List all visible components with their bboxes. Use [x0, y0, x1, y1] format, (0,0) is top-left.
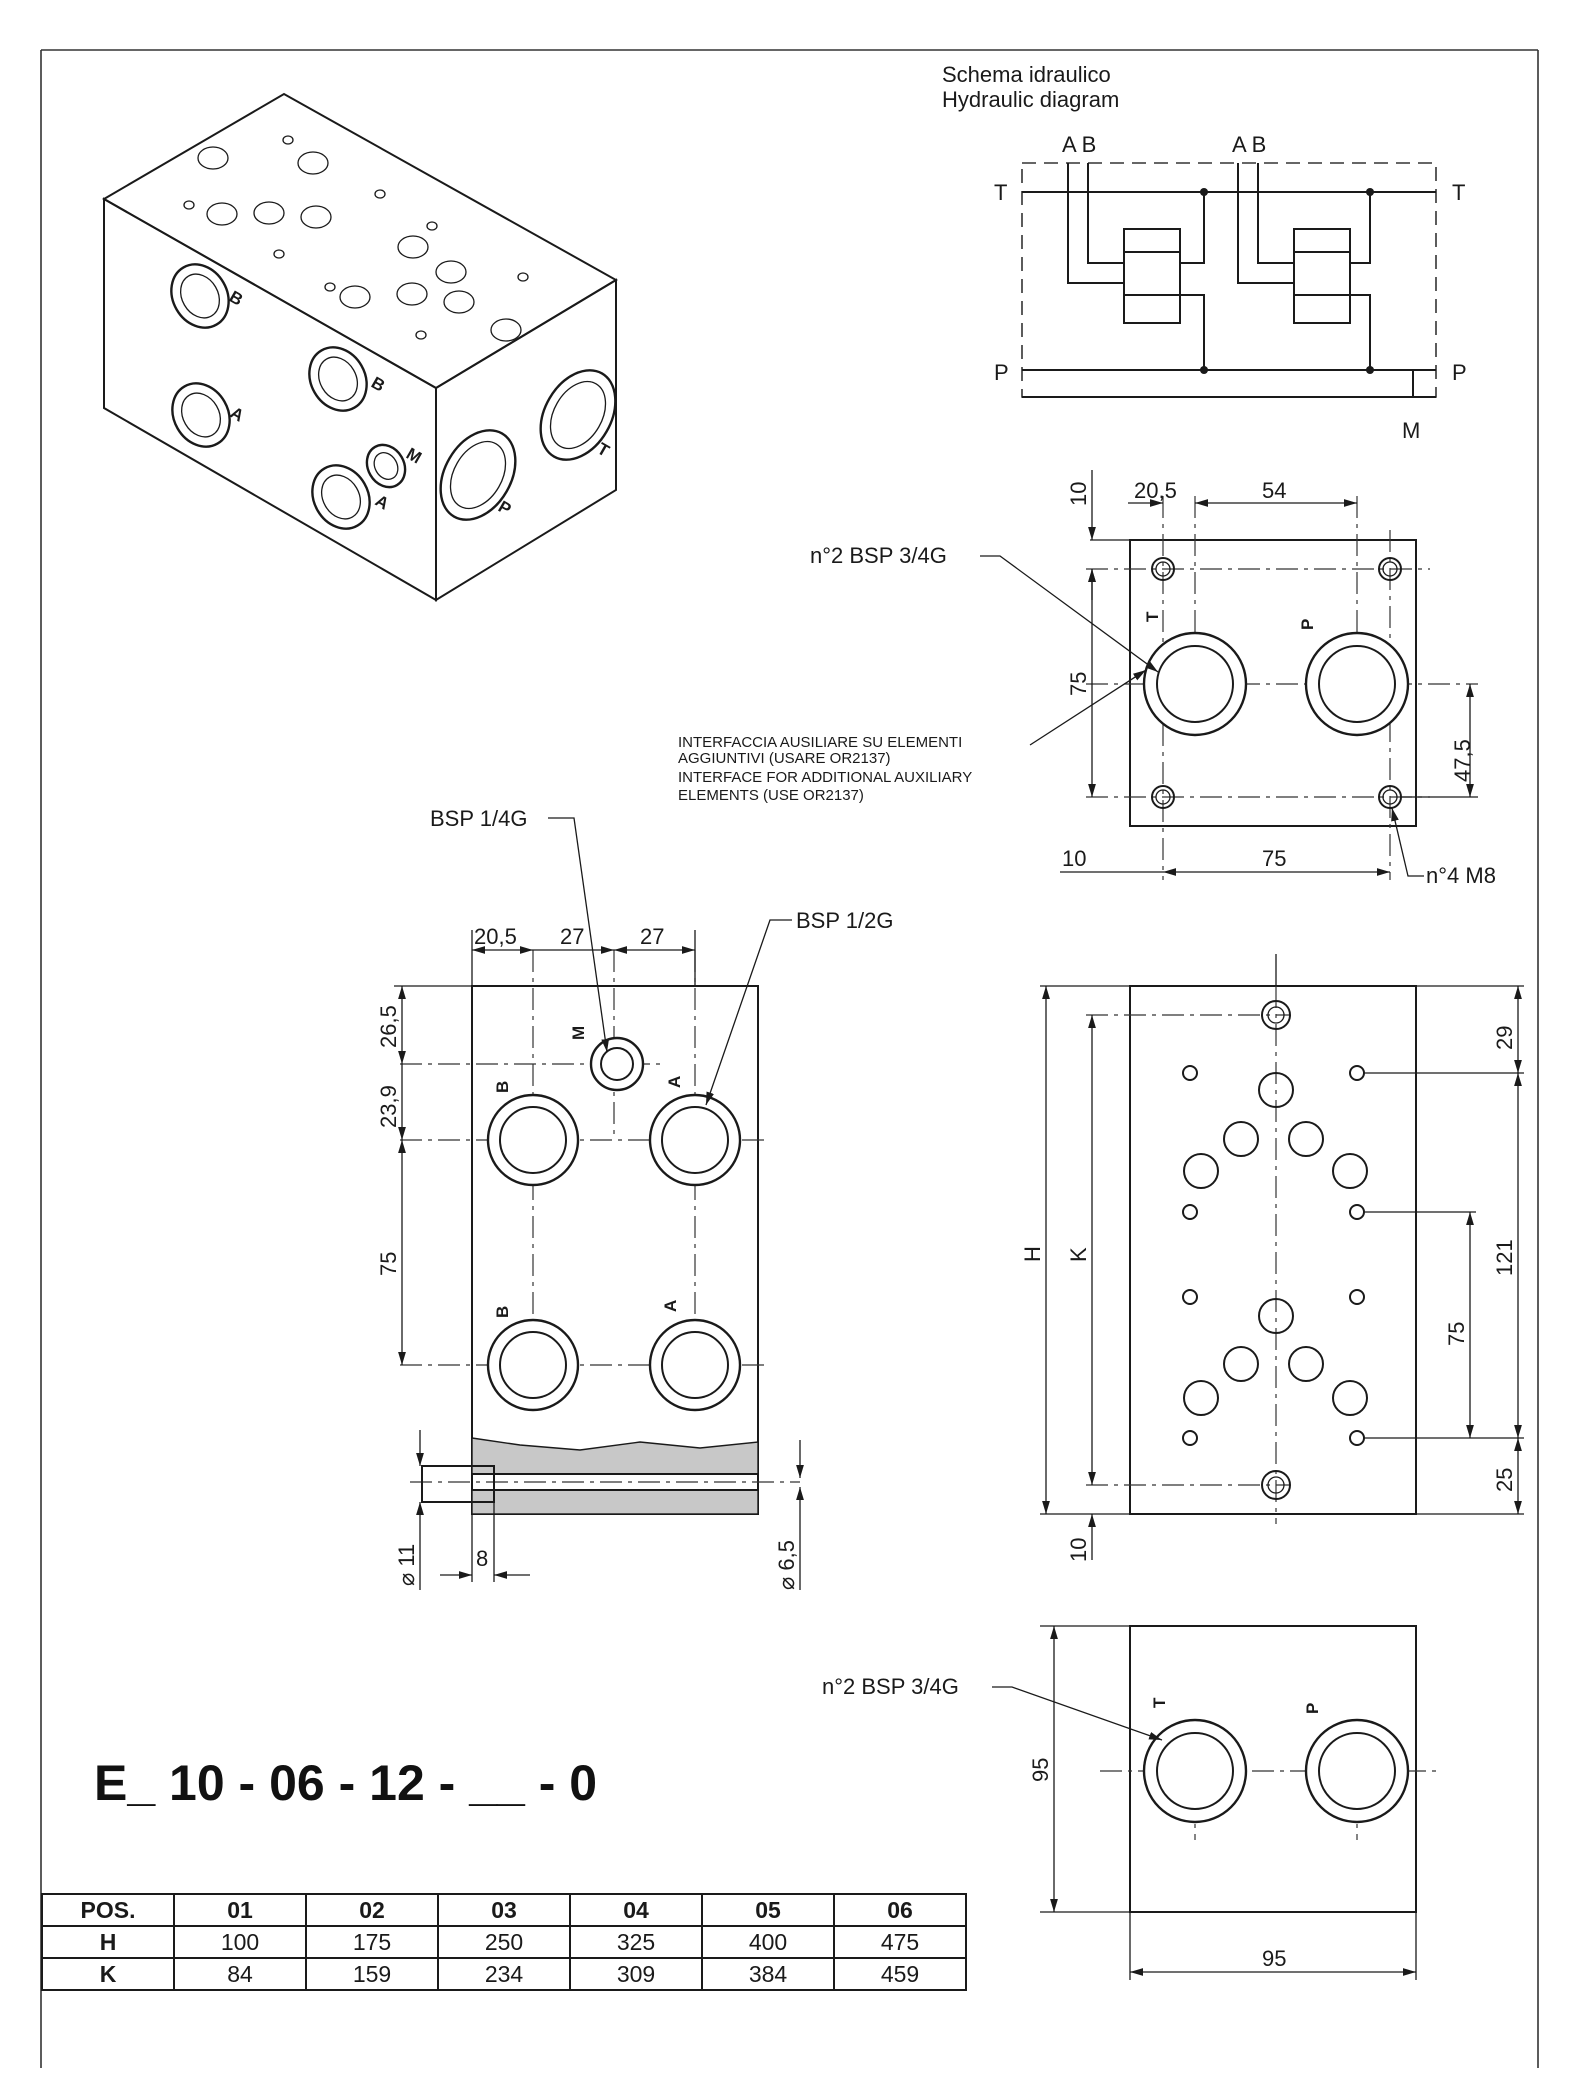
top-callout-ports: n°2 BSP 3/4G: [810, 543, 947, 568]
hydraulic-title-it: Schema idraulico: [942, 62, 1111, 87]
hd-label-t-right: T: [1452, 180, 1465, 205]
table-cell: 400: [701, 1925, 835, 1959]
front-dim-23-9: 23,9: [376, 1085, 401, 1128]
hd-label-p-right: P: [1452, 360, 1467, 385]
hydraulic-title-en: Hydraulic diagram: [942, 87, 1119, 112]
table-header-cell: 06: [833, 1893, 967, 1927]
product-code: E_ 10 - 06 - 12 - __ - 0: [94, 1755, 597, 1811]
table-row-k: K 84 159 234 309 384 459: [41, 1957, 967, 1991]
side-dim-h: H: [1020, 1246, 1045, 1262]
table-header-cell: 02: [305, 1893, 439, 1927]
hd-label-ab-2: A B: [1232, 132, 1266, 157]
isometric-view: B B A A M P T: [101, 92, 618, 602]
table-header-row: POS. 01 02 03 04 05 06: [41, 1893, 967, 1927]
table-header-cell: 04: [569, 1893, 703, 1927]
front-dim-8: 8: [476, 1546, 488, 1571]
hd-label-ab-1: A B: [1062, 132, 1096, 157]
front-label-a2: A: [661, 1300, 680, 1312]
top-label-t: T: [1143, 611, 1162, 622]
bottom-label-t: T: [1150, 1697, 1169, 1708]
side-view: H K 10 29 121 75 25: [1020, 954, 1524, 1562]
top-dim-10-bottom: 10: [1062, 846, 1086, 871]
table-header-cell: 03: [437, 1893, 571, 1927]
top-callout-holes: n°4 M8: [1426, 863, 1496, 888]
top-dim-75-horizontal: 75: [1262, 846, 1286, 871]
top-dim-47-5: 47,5: [1450, 739, 1475, 782]
table-header-cell: 05: [701, 1893, 835, 1927]
bottom-label-p: P: [1303, 1703, 1322, 1714]
side-dim-121: 121: [1492, 1239, 1517, 1276]
side-dim-25: 25: [1492, 1468, 1517, 1492]
iso-label-b2: B: [368, 373, 388, 396]
top-note-line-3: INTERFACE FOR ADDITIONAL AUXILIARY: [678, 769, 972, 786]
top-label-p: P: [1298, 619, 1317, 630]
top-dim-54: 54: [1262, 478, 1286, 503]
side-dim-10: 10: [1066, 1538, 1091, 1562]
top-dim-10: 10: [1066, 482, 1091, 506]
top-note-line-4: ELEMENTS (USE OR2137): [678, 787, 864, 804]
bottom-dim-95-horizontal: 95: [1262, 1946, 1286, 1971]
side-view-holes: [1182, 1065, 1368, 1446]
front-dim-d6-5: ⌀ 6,5: [774, 1540, 799, 1590]
bottom-view: T P 95 95 n°2 BSP 3/4G: [822, 1625, 1440, 1980]
top-note-line-1: INTERFACCIA AUSILIARE SU ELEMENTI: [678, 734, 962, 751]
table-header-cell: 01: [173, 1893, 307, 1927]
top-dim-75-vertical: 75: [1066, 672, 1091, 696]
top-note-line-2: AGGIUNTIVI (USARE OR2137): [678, 750, 891, 767]
table-cell: 250: [437, 1925, 571, 1959]
front-callout-gauge: BSP 1/4G: [430, 806, 527, 831]
side-dim-75: 75: [1444, 1322, 1469, 1346]
front-dim-75: 75: [376, 1252, 401, 1276]
drawing-frame: [40, 49, 1539, 2068]
hd-label-m: M: [1402, 418, 1420, 443]
table-row-h: H 100 175 250 325 400 475: [41, 1925, 967, 1959]
hydraulic-diagram: Schema idraulico Hydraulic diagram A B A…: [942, 62, 1467, 443]
front-dim-27-a: 27: [560, 924, 584, 949]
side-dim-29: 29: [1492, 1026, 1517, 1050]
dimension-table: POS. 01 02 03 04 05 06 H 100 175 250 325…: [41, 1893, 967, 1991]
front-label-m: M: [569, 1026, 588, 1040]
iso-label-a2: A: [372, 491, 392, 514]
side-face-ports: P T: [439, 369, 617, 521]
table-cell: 475: [833, 1925, 967, 1959]
table-cell: 309: [569, 1957, 703, 1991]
front-dim-20-5: 20,5: [474, 924, 517, 949]
table-cell: 100: [173, 1925, 307, 1959]
top-view: T P 10 75 20,5 54 47,5 10 75 n°2 BSP 3/4…: [678, 470, 1496, 888]
table-cell: 234: [437, 1957, 571, 1991]
table-header-cell: POS.: [41, 1893, 175, 1927]
front-callout-ports: BSP 1/2G: [796, 908, 893, 933]
table-row-label: K: [41, 1957, 175, 1991]
table-cell: 175: [305, 1925, 439, 1959]
bottom-callout-ports: n°2 BSP 3/4G: [822, 1674, 959, 1699]
front-label-b1: B: [493, 1081, 512, 1093]
front-dim-26-5: 26,5: [376, 1005, 401, 1048]
table-cell: 459: [833, 1957, 967, 1991]
front-dim-27-b: 27: [640, 924, 664, 949]
iso-label-m: M: [403, 444, 425, 468]
front-label-a1: A: [665, 1076, 684, 1088]
table-cell: 384: [701, 1957, 835, 1991]
side-dim-k: K: [1066, 1247, 1091, 1262]
bottom-dim-95-vertical: 95: [1028, 1758, 1053, 1782]
top-face-holes: [183, 135, 529, 342]
table-cell: 159: [305, 1957, 439, 1991]
front-face-ports: B B A A M: [170, 263, 425, 530]
table-row-label: H: [41, 1925, 175, 1959]
front-dim-d11: ⌀ 11: [394, 1544, 419, 1586]
front-view: M B A B A 20,5 27 27 26,5 23,9 75 ⌀ 11 8…: [376, 806, 893, 1590]
hd-label-t-left: T: [994, 180, 1007, 205]
table-cell: 84: [173, 1957, 307, 1991]
hd-label-p-left: P: [994, 360, 1009, 385]
front-label-b2: B: [493, 1306, 512, 1318]
table-cell: 325: [569, 1925, 703, 1959]
top-dim-20-5: 20,5: [1134, 478, 1177, 503]
